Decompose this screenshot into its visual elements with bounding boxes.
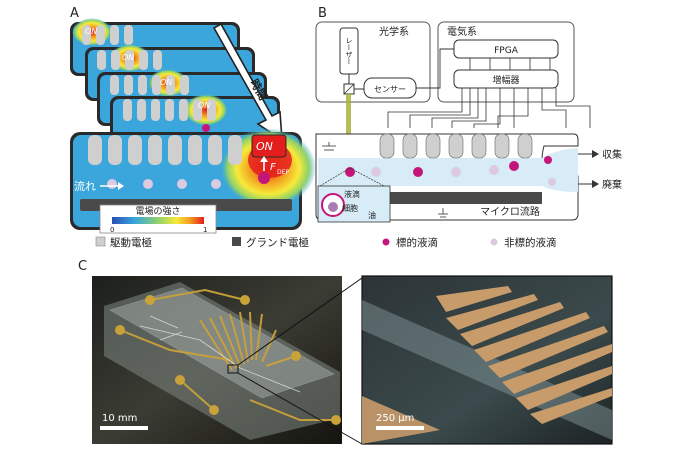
channel-label: マイクロ流路: [480, 205, 540, 218]
force-subscript: DEP: [277, 169, 289, 176]
field-colorbar: [112, 217, 204, 224]
panel-b-letter: B: [318, 6, 327, 21]
panel-c-letter: C: [78, 259, 87, 274]
optics-title: 光学系: [379, 25, 409, 38]
waste-label: 廃棄: [602, 178, 622, 191]
legend-label-target: 標的液滴: [396, 236, 438, 249]
panel-a-letter: A: [70, 6, 79, 21]
chip-photo: 10 mm: [92, 276, 342, 444]
scale-label-left: 10 mm: [102, 413, 137, 424]
scale-bar-left: [100, 426, 148, 430]
colorbar-max: 1: [203, 226, 207, 234]
amplifier-label: 増幅器: [492, 74, 519, 86]
legend-swatch-nontarget: [491, 239, 498, 246]
electric-title: 電気系: [447, 25, 477, 38]
electrical-system: 電気系 FPGA 増幅器: [416, 22, 574, 102]
force-symbol: F: [270, 162, 276, 173]
micrograph-photo: 250 μm: [362, 276, 612, 444]
fpga-label: FPGA: [494, 46, 519, 56]
legend-label-drive: 駆動電極: [110, 236, 152, 249]
frame2-on-label: ON: [122, 53, 134, 62]
legend-label-ground: グランド電極: [246, 236, 309, 249]
collect-label: 収集: [602, 148, 622, 161]
frame1-on-label: ON: [85, 27, 97, 36]
laser-label: レーザー: [345, 37, 353, 65]
flow-label: 流れ: [74, 179, 96, 193]
main-on-label: ON: [256, 140, 273, 153]
inset-droplet-label: 液滴: [344, 189, 360, 199]
field-strength-label: 電場の強さ: [135, 205, 180, 217]
sensor-label: センサー: [374, 85, 406, 94]
legend-swatch-drive: [96, 237, 105, 246]
main-channel-frame: ON F DEP 流れ 電場の強さ 0 1: [70, 128, 316, 234]
legend-swatch-target: [383, 239, 390, 246]
legend-swatch-ground: [232, 237, 241, 246]
frame3-on-label: ON: [160, 78, 172, 87]
optics-system: 光学系 レーザー センサー: [316, 22, 430, 102]
legend: 駆動電極 グランド電極 標的液滴 非標的液滴: [96, 236, 557, 249]
scale-label-right: 250 μm: [376, 413, 414, 424]
frame4-on-label: ON: [198, 101, 210, 110]
inset-cell-label: 細胞: [342, 203, 358, 213]
legend-label-nontarget: 非標的液滴: [504, 236, 557, 249]
colorbar-min: 0: [110, 226, 114, 234]
inset-oil-label: 油: [368, 210, 376, 220]
scale-bar-right: [376, 426, 424, 430]
